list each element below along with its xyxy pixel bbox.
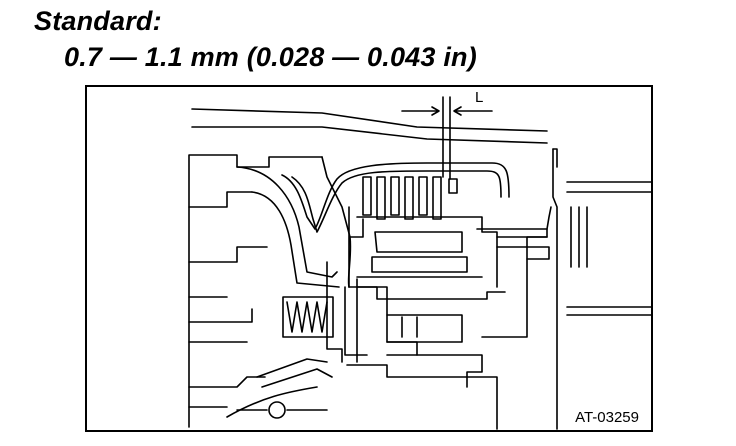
- standard-spec-value: 0.7 — 1.1 mm (0.028 — 0.043 in): [64, 42, 477, 72]
- dimension-arrow-left: [401, 106, 440, 116]
- housing-top-line: [191, 108, 548, 132]
- shaft-splines: [566, 181, 651, 316]
- clutch-drum-shell: [236, 166, 338, 278]
- housing-top-line-2: [191, 126, 548, 144]
- technical-figure: L AT-03259: [85, 85, 653, 432]
- piston-assembly: [374, 231, 463, 253]
- dimension-label-L: L: [475, 89, 484, 106]
- oil-passage-tube: [281, 162, 510, 230]
- transmission-cross-section-drawing: [188, 96, 651, 430]
- left-housing-outline: [188, 154, 323, 428]
- figure-code: AT-03259: [575, 409, 639, 426]
- return-spring: [286, 301, 328, 333]
- return-spring-pack: [282, 296, 334, 338]
- output-hub: [476, 228, 548, 338]
- clutch-plates: [362, 176, 458, 220]
- retaining-ring: [268, 401, 286, 419]
- dimension-arrow-right: [453, 106, 493, 116]
- standard-heading: Standard:: [34, 6, 162, 36]
